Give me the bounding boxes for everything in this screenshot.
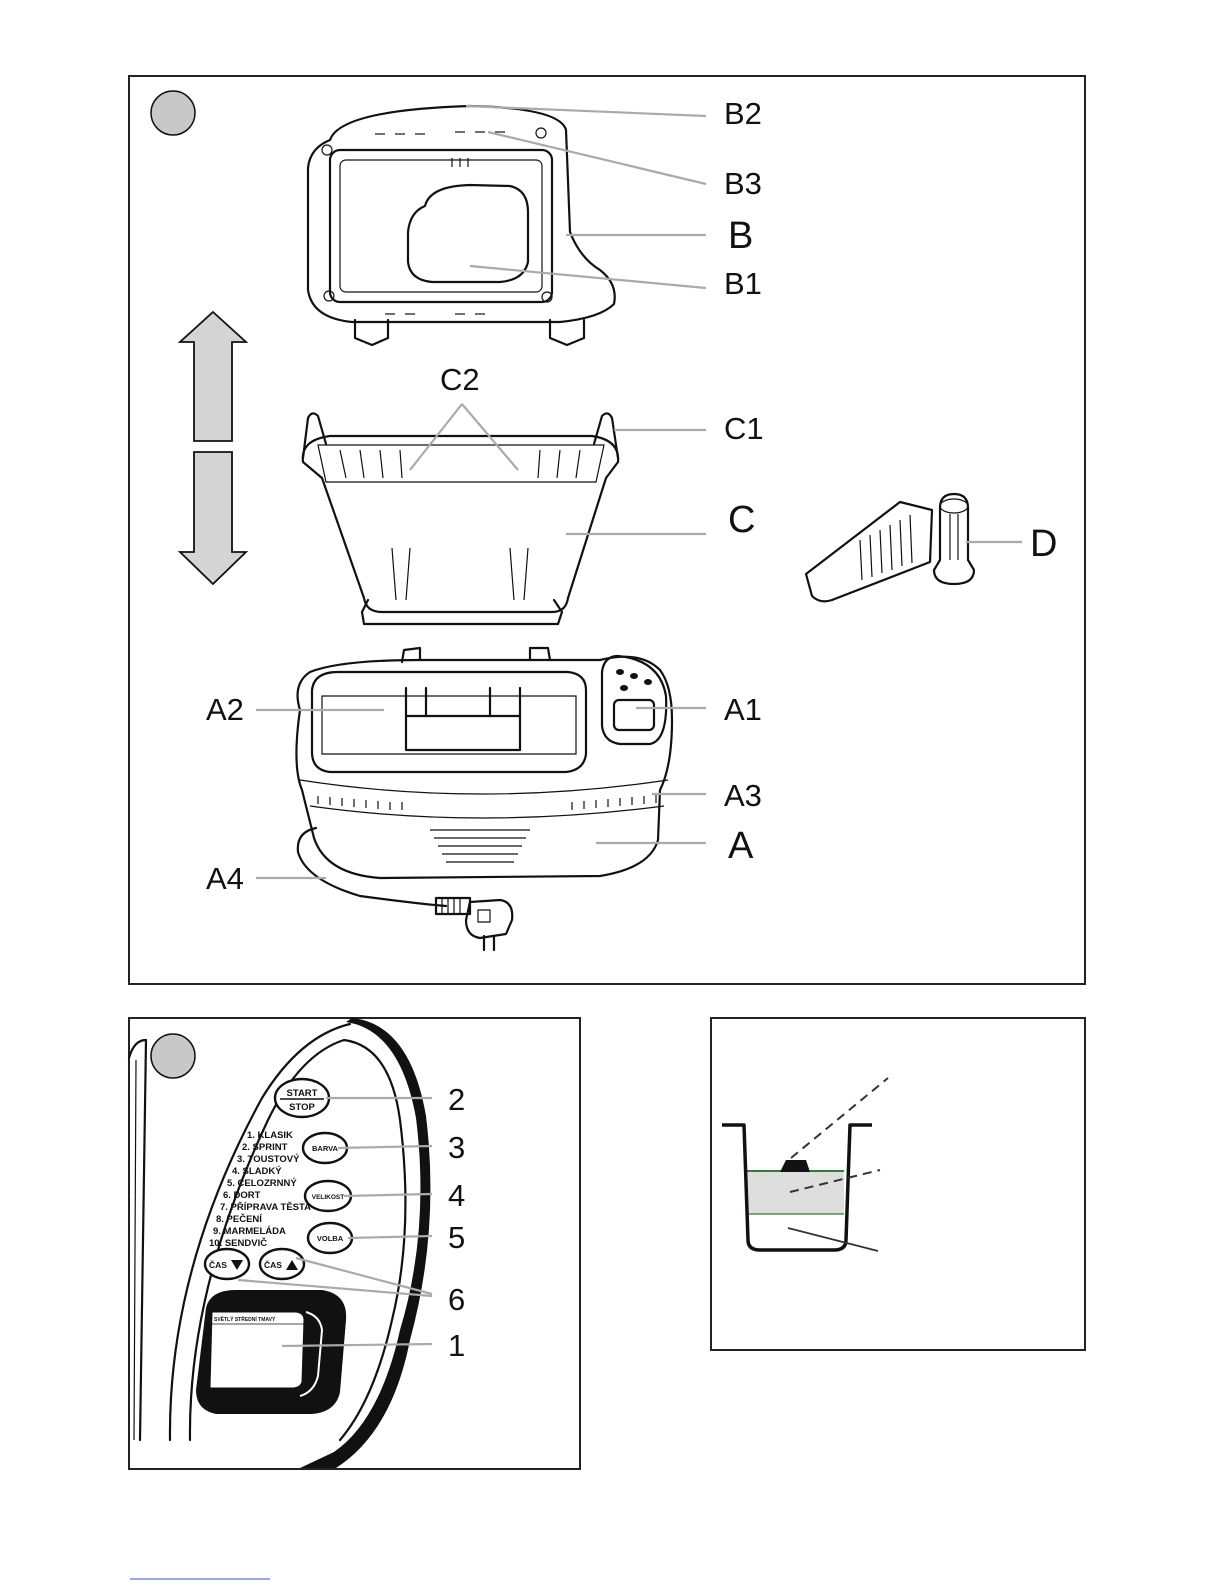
time-down-label: ČAS <box>209 1259 227 1270</box>
arrow-down-icon <box>180 452 246 584</box>
volba-label: VOLBA <box>317 1234 344 1243</box>
top-ingredient-lump <box>780 1160 810 1172</box>
label-a: A <box>728 825 754 867</box>
middle-layer-band <box>747 1172 844 1214</box>
figure-1-frame <box>129 76 1085 984</box>
velikost-label: VELIKOST <box>312 1194 345 1201</box>
menu-item: 8. PEČENÍ <box>216 1213 262 1225</box>
menu-item: 7. PŘÍPRAVA TĚSTA <box>220 1201 311 1213</box>
label-a2: A2 <box>206 692 244 727</box>
lid-illustration <box>308 106 615 345</box>
time-up-label: ČAS <box>264 1259 282 1270</box>
label-b1: B1 <box>724 266 762 301</box>
callout-6: 6 <box>448 1282 465 1317</box>
menu-item: 3. TOUSTOVÝ <box>237 1153 300 1165</box>
lift-direction-arrows <box>180 312 246 584</box>
main-unit-illustration <box>296 648 672 950</box>
label-a1: A1 <box>724 692 762 727</box>
figure-1-callout-labels: B2 B3 B B1 C2 C1 C D A2 A1 A3 A A4 <box>206 96 1057 896</box>
menu-item: 1. KLASIK <box>247 1130 293 1141</box>
stop-label: STOP <box>289 1102 315 1113</box>
figure-2-callout-numbers: 2 3 4 5 6 1 <box>448 1082 465 1363</box>
menu-item: 4. SLADKÝ <box>232 1165 282 1177</box>
menu-item: 10. SENDVIČ <box>209 1237 267 1249</box>
lcd-display: SVĚTLÝ STŘEDNÍ TMAVÝ <box>196 1290 346 1414</box>
kneading-blade-illustration <box>806 494 974 601</box>
figure-1-leader-lines <box>256 106 1022 878</box>
menu-item: 9. MARMELÁDA <box>213 1226 286 1237</box>
callout-4: 4 <box>448 1178 465 1213</box>
label-c: C <box>728 499 755 541</box>
figure-1-exploded-view: B2 B3 B B1 C2 C1 C D A2 A1 A3 A A4 <box>129 76 1085 984</box>
callout-1: 1 <box>448 1328 465 1363</box>
callout-2: 2 <box>448 1082 465 1117</box>
top-layer-pointer <box>791 1078 888 1158</box>
label-c1: C1 <box>724 411 764 446</box>
callout-5: 5 <box>448 1220 465 1255</box>
figure-3-pan-layers <box>711 1018 1085 1350</box>
label-a3: A3 <box>724 778 762 813</box>
label-b2: B2 <box>724 96 762 131</box>
menu-item: 2. SPRINT <box>242 1142 288 1153</box>
label-a4: A4 <box>206 861 244 896</box>
start-label: START <box>287 1088 318 1099</box>
label-b: B <box>728 215 753 257</box>
figure-1-marker <box>151 91 195 135</box>
bottom-layer-pointer <box>788 1228 878 1251</box>
figure-2-frame <box>129 1018 580 1469</box>
label-d: D <box>1030 523 1057 565</box>
figure-2-marker <box>151 1034 195 1078</box>
program-menu-list: 1. KLASIK 2. SPRINT 3. TOUSTOVÝ 4. SLADK… <box>209 1130 311 1249</box>
start-stop-button[interactable]: START STOP <box>275 1079 329 1117</box>
baking-pan-illustration <box>303 413 618 624</box>
label-c2: C2 <box>440 362 480 397</box>
display-text: SVĚTLÝ STŘEDNÍ TMAVÝ <box>214 1315 276 1323</box>
menu-item: 6. DORT <box>223 1190 261 1201</box>
arrow-up-icon <box>180 312 246 441</box>
volba-button[interactable]: VOLBA <box>308 1223 352 1253</box>
menu-item: 5. CELOZRNNÝ <box>227 1177 297 1189</box>
time-down-button[interactable]: ČAS <box>205 1249 249 1279</box>
figure-2-control-panel: START STOP 1. KLASIK 2. SPRINT 3. TOUSTO… <box>129 1018 580 1469</box>
barva-label: BARVA <box>312 1144 339 1153</box>
callout-3: 3 <box>448 1130 465 1165</box>
label-b3: B3 <box>724 166 762 201</box>
time-up-button[interactable]: ČAS <box>260 1249 304 1279</box>
